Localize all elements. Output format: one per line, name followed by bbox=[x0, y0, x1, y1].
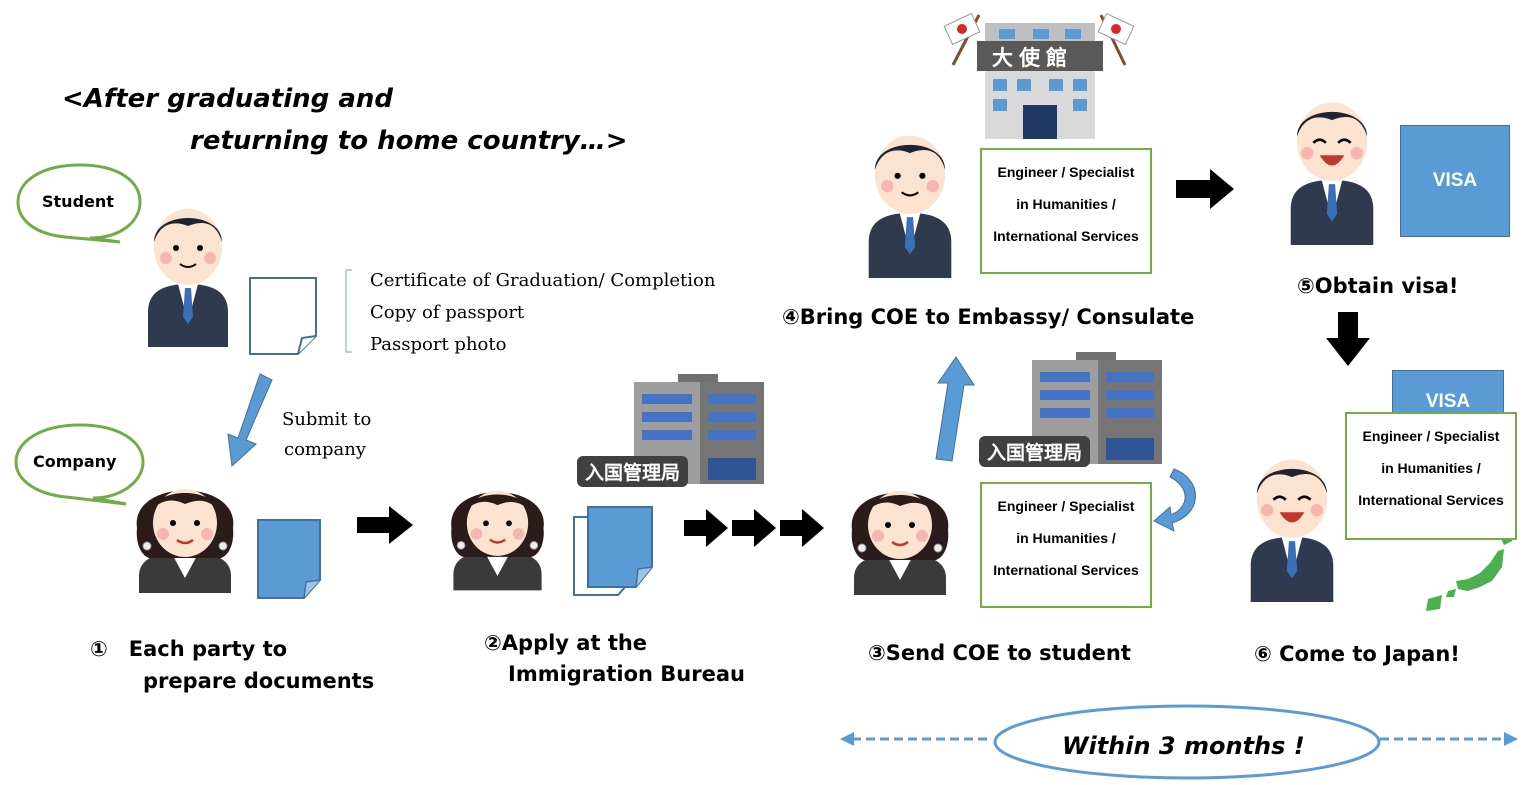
filled-document-icon bbox=[257, 519, 321, 599]
timeline-range-indicator bbox=[840, 704, 1518, 780]
step-1-label-line-2: prepare documents bbox=[143, 669, 375, 693]
permit-line-1: Engineer / Specialist bbox=[997, 164, 1135, 180]
permit-line-3: International Services bbox=[993, 228, 1139, 244]
immigration-bureau-building-icon-2 bbox=[1032, 352, 1162, 464]
submit-text-1: Submit to bbox=[282, 409, 372, 430]
submit-arrow-icon bbox=[227, 373, 273, 468]
permit-line-3: International Services bbox=[993, 562, 1139, 578]
flow-arrow-icon-3 bbox=[732, 509, 776, 547]
step-5-label: ⑤Obtain visa! bbox=[1297, 274, 1459, 298]
submit-text-2: company bbox=[284, 439, 367, 460]
company-person-icon bbox=[136, 489, 234, 593]
stacked-documents-icon bbox=[573, 506, 653, 596]
immigration-bureau-sign-2: 入国管理局 bbox=[979, 436, 1091, 467]
residence-status-card: Engineer / Specialist in Humanities / In… bbox=[980, 148, 1152, 274]
step-2-label-line-1: ②Apply at the bbox=[484, 631, 648, 655]
step-3-label: ③Send COE to student bbox=[868, 641, 1131, 665]
student-happy-icon bbox=[1290, 102, 1374, 245]
blank-document-icon bbox=[249, 277, 317, 355]
permit-line-3: International Services bbox=[1358, 492, 1504, 508]
embassy-sign: 大使館 bbox=[992, 46, 1073, 70]
step-2-label-line-2: Immigration Bureau bbox=[508, 662, 745, 686]
flow-arrow-icon-5 bbox=[1176, 169, 1234, 209]
step-4-label: ④Bring COE to Embassy/ Consulate bbox=[782, 305, 1195, 329]
student-person-icon-2 bbox=[868, 135, 952, 278]
permit-line-1: Engineer / Specialist bbox=[1362, 428, 1500, 444]
student-person-icon bbox=[148, 209, 228, 347]
residence-status-card-3: Engineer / Specialist in Humanities / In… bbox=[1345, 412, 1517, 540]
title-line-1: <After graduating and bbox=[62, 84, 393, 114]
document-list-bracket bbox=[345, 269, 352, 353]
student-label: Student bbox=[42, 192, 114, 211]
company-person-icon-2 bbox=[451, 490, 544, 591]
title-line-2: returning to home country…> bbox=[190, 126, 628, 156]
step-6-label: ⑥ Come to Japan! bbox=[1254, 642, 1460, 666]
timeline-label: Within 3 months ! bbox=[1062, 732, 1305, 760]
flow-arrow-icon-1 bbox=[357, 506, 413, 544]
document-item-1: Certificate of Graduation/ Completion bbox=[370, 270, 716, 291]
company-label: Company bbox=[33, 452, 117, 471]
flow-arrow-icon-6 bbox=[1326, 312, 1370, 366]
permit-line-2: in Humanities / bbox=[1016, 196, 1116, 212]
student-happy-icon-2 bbox=[1250, 459, 1334, 602]
immigration-bureau-sign: 入国管理局 bbox=[577, 456, 689, 487]
document-item-2: Copy of passport bbox=[370, 302, 525, 323]
residence-status-card-2: Engineer / Specialist in Humanities / In… bbox=[980, 482, 1152, 608]
curved-return-arrow-icon bbox=[1153, 468, 1196, 532]
step-1-label-line-1: ① Each party to bbox=[90, 637, 288, 661]
flow-arrow-icon-2 bbox=[684, 509, 728, 547]
company-speech-bubble bbox=[14, 423, 145, 506]
flow-arrow-icon-4 bbox=[780, 509, 824, 547]
permit-line-2: in Humanities / bbox=[1381, 460, 1481, 476]
embassy-building-icon bbox=[943, 12, 1135, 139]
visa-card: VISA bbox=[1400, 125, 1510, 237]
permit-line-1: Engineer / Specialist bbox=[997, 498, 1135, 514]
up-arrow-icon bbox=[935, 356, 975, 462]
permit-line-2: in Humanities / bbox=[1016, 530, 1116, 546]
document-item-3: Passport photo bbox=[370, 334, 507, 355]
company-person-icon-3 bbox=[851, 491, 949, 595]
student-speech-bubble bbox=[16, 163, 142, 244]
